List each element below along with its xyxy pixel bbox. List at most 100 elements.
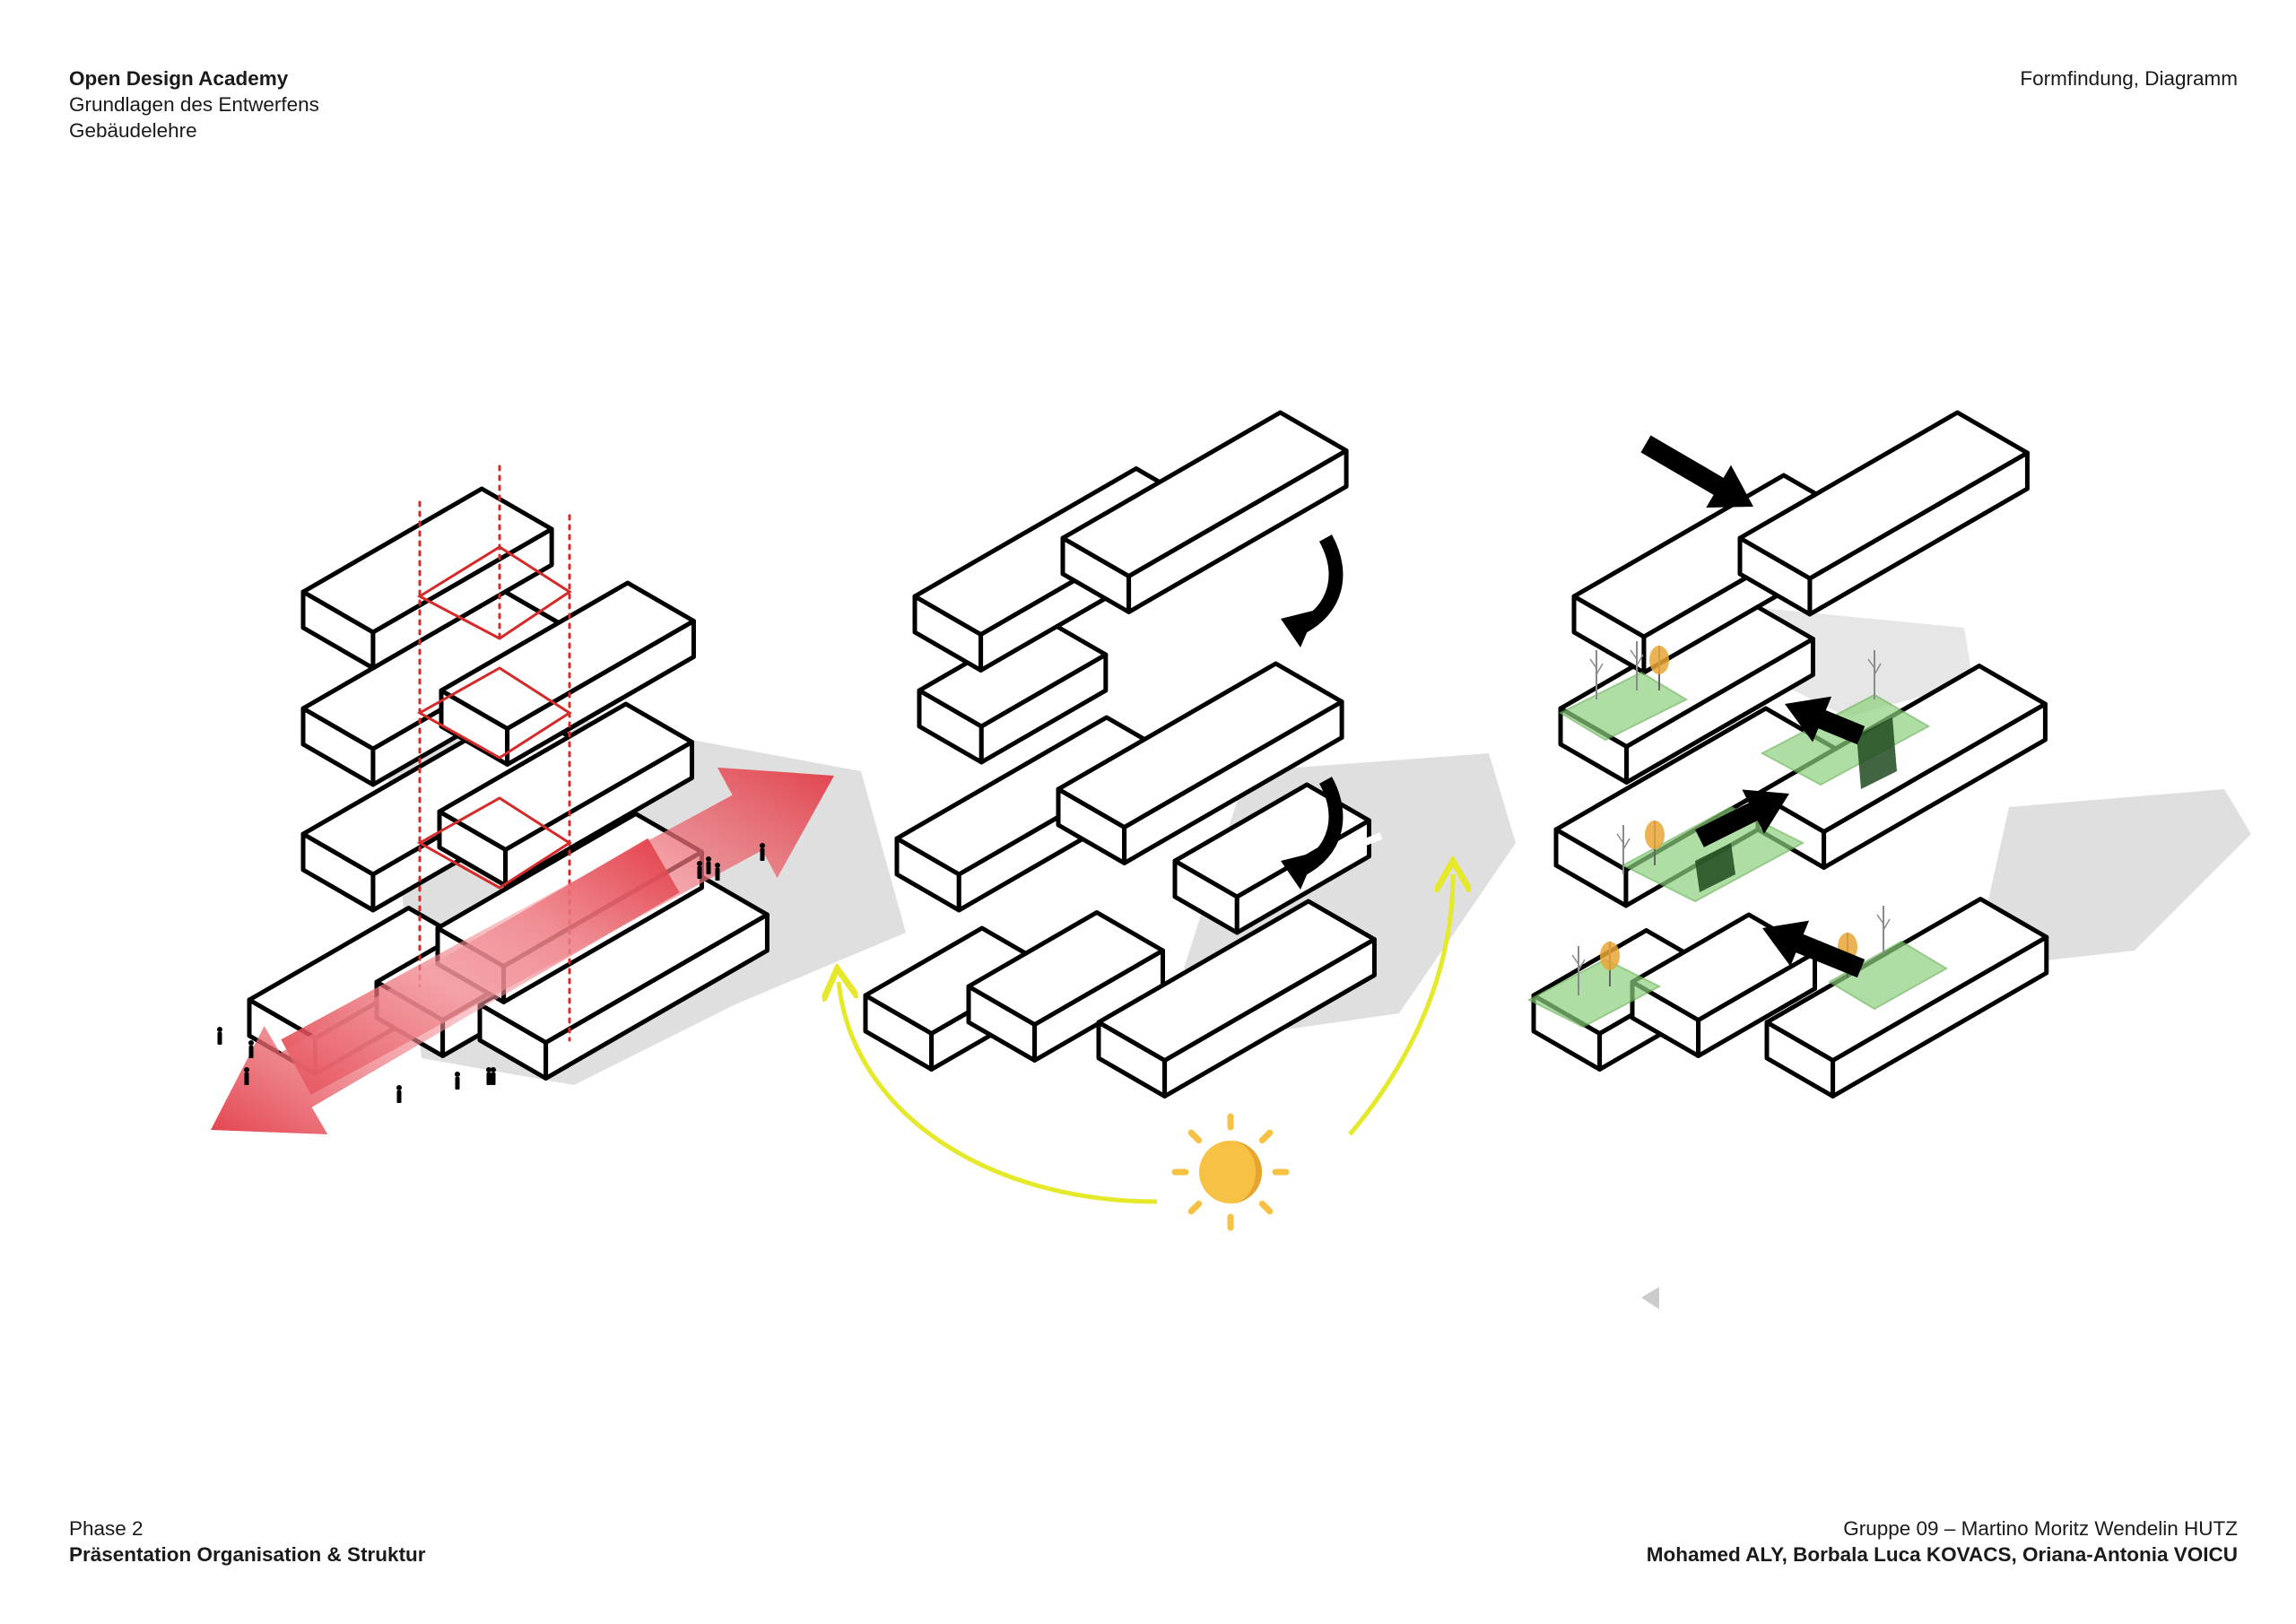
person-figure [697, 861, 702, 879]
light-slot [1339, 832, 1383, 855]
tree-branch [1578, 959, 1586, 971]
sun-icon [1171, 1113, 1290, 1231]
block-level0-b [1630, 912, 1818, 1058]
slide-topic: Formfindung, Diagramm [2020, 67, 2238, 90]
person-body [697, 866, 702, 879]
bare-tree-icon [1589, 650, 1604, 699]
person-body [760, 848, 765, 861]
black-access-arrow [1695, 789, 1789, 847]
shadow-diagram-3 [1973, 789, 2251, 968]
terrace-path-dark [1695, 843, 1735, 892]
tree-branch [1636, 654, 1644, 666]
person-figure [396, 1085, 402, 1103]
tree-branch [1622, 838, 1631, 850]
grid-frame [416, 796, 572, 890]
curved-rotation-arrow [1281, 534, 1344, 647]
block-top-face [1755, 664, 2048, 834]
block-top-face [1060, 410, 1349, 578]
sun-ray [1258, 1129, 1274, 1144]
presentation-title: Präsentation Organisation & Struktur [69, 1543, 426, 1566]
sun-ray [1187, 1200, 1203, 1215]
footer-right: Gruppe 09 – Martino Moritz Wendelin HUTZ… [1647, 1515, 2238, 1568]
header-left: Open Design Academy Grundlagen des Entwe… [69, 65, 319, 143]
person-head [715, 863, 720, 868]
tree-branch [1883, 918, 1891, 931]
red-circulation-arrow-back [211, 838, 680, 1134]
group-members: Mohamed ALY, Borbala Luca KOVACS, Oriana… [1646, 1543, 2238, 1566]
block-level4-b [1060, 410, 1349, 614]
green-terrace [1526, 958, 1662, 1029]
person-figure [715, 863, 720, 881]
subject-name: Gebäudelehre [69, 119, 197, 142]
person-body [248, 1046, 254, 1058]
block-top-face [966, 910, 1165, 1027]
person-head [217, 1027, 222, 1032]
block-level2-b [1056, 661, 1344, 865]
person-figure [244, 1067, 249, 1085]
bare-tree-icon [1571, 946, 1586, 995]
sun-ray [1258, 1200, 1274, 1215]
small-grey-marker [1641, 1287, 1659, 1309]
person-head [697, 861, 702, 866]
group-label: Gruppe 09 – Martino Moritz Wendelin HUTZ [1843, 1517, 2238, 1540]
footer-left: Phase 2 Präsentation Organisation & Stru… [69, 1515, 426, 1568]
person-body [217, 1032, 222, 1045]
person-body [455, 1077, 460, 1090]
person-head [706, 856, 711, 862]
person-figure [486, 1067, 491, 1085]
black-access-arrow [1762, 920, 1866, 978]
person-head [455, 1072, 460, 1077]
block-top-face [439, 580, 696, 731]
tree-icon [1600, 942, 1620, 986]
rotation-arrow-head [1281, 852, 1317, 890]
block-level2-b [437, 701, 694, 888]
block-top-face [1096, 899, 1377, 1063]
green-terrace [1558, 671, 1689, 742]
sun-shade [1231, 1141, 1262, 1203]
tree-branch [1589, 658, 1597, 669]
block-top-face [1172, 782, 1371, 899]
black-access-arrow [1785, 696, 1866, 745]
tree-branch [1876, 914, 1884, 925]
tree-branch [1616, 833, 1624, 844]
person-body [706, 862, 711, 874]
block-level0-b [966, 910, 1165, 1063]
bare-tree-icon [1616, 825, 1631, 874]
sun-disc [1199, 1141, 1262, 1203]
rotation-arrow-head [1281, 610, 1317, 647]
block-top-face [1737, 410, 2030, 581]
person-body [396, 1090, 402, 1103]
block-level3-b [439, 580, 696, 767]
course-name: Grundlagen des Entwerfens [69, 93, 319, 116]
tree-icon [1645, 821, 1665, 865]
institution-name: Open Design Academy [69, 67, 289, 90]
block-level3-a [917, 616, 1109, 765]
person-figure [491, 1067, 496, 1085]
green-terrace [1760, 693, 1931, 786]
terrace-path-dark [1857, 717, 1897, 789]
person-figure [760, 843, 765, 861]
person-figure [455, 1072, 460, 1090]
tree-crown [1649, 646, 1669, 674]
block-top-face [437, 701, 694, 852]
block-level0-c [1764, 897, 2049, 1099]
block-level0-c [1096, 899, 1377, 1099]
tree-crown [1645, 821, 1665, 849]
bare-tree-icon [1876, 906, 1891, 955]
person-figure [217, 1027, 222, 1045]
sun-ray [1187, 1129, 1203, 1144]
phase-label: Phase 2 [69, 1517, 144, 1540]
person-head [760, 843, 765, 848]
diagram-green-terraces [1526, 410, 2049, 1309]
yellow-sun-path-arrow [839, 982, 1158, 1204]
block-level4-a [300, 486, 554, 671]
person-figure [706, 856, 711, 874]
person-body [486, 1073, 491, 1085]
tree-branch [1596, 663, 1604, 675]
person-body [715, 868, 720, 881]
person-head [248, 1040, 254, 1046]
person-figure [248, 1040, 254, 1058]
bare-tree-icon [1630, 641, 1644, 690]
